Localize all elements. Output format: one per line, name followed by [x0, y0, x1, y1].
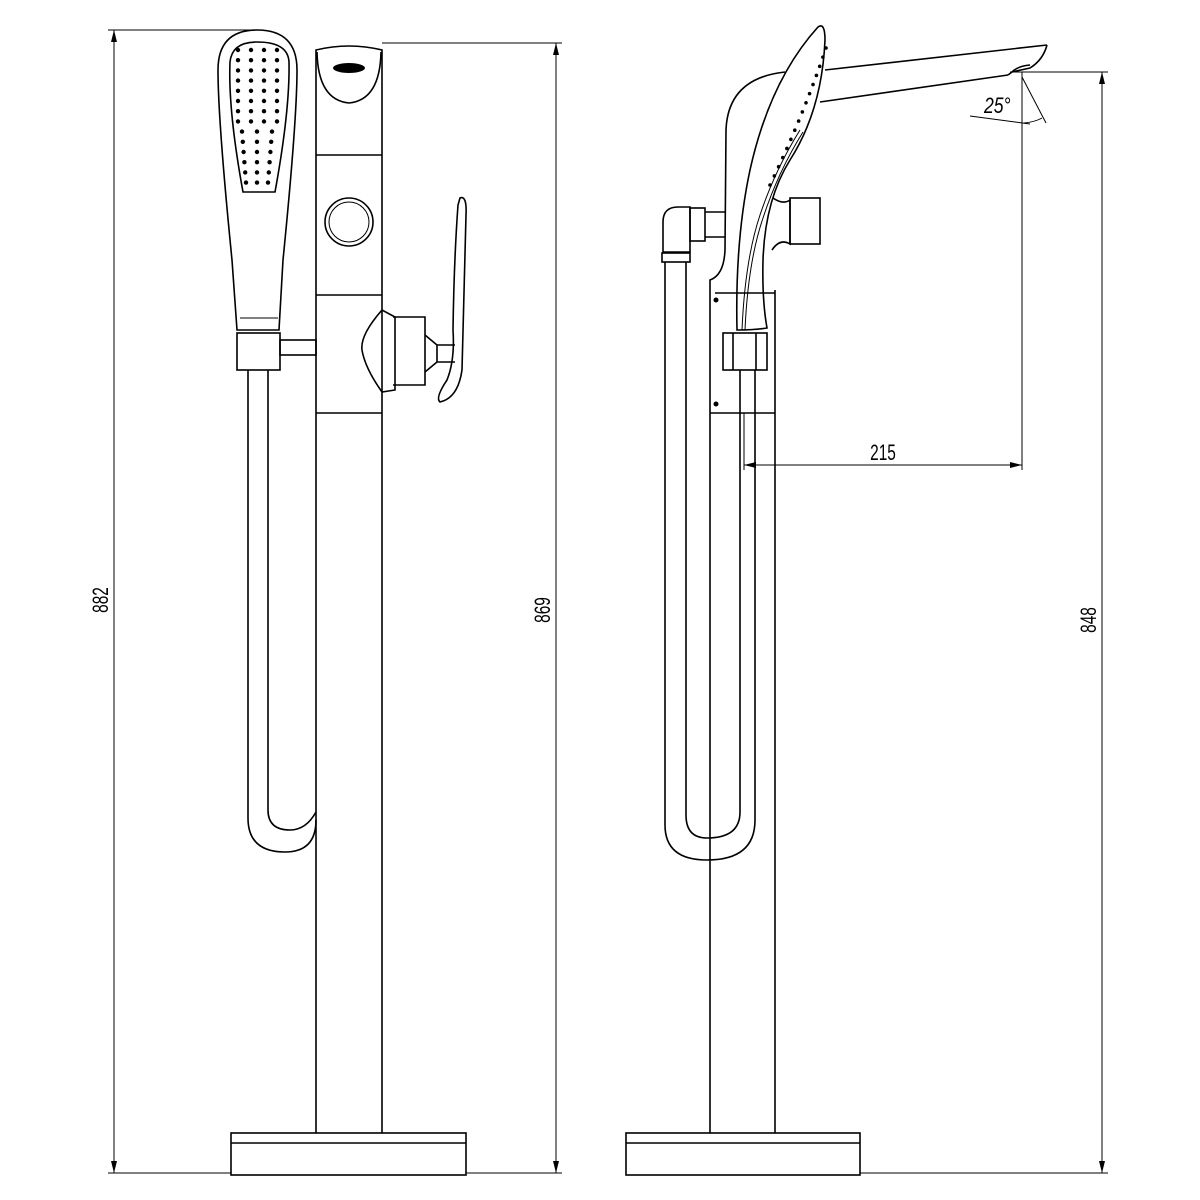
nozzle-dot: [261, 98, 267, 104]
nozzle-dot: [274, 68, 280, 73]
side-hand-shower: [735, 25, 828, 331]
front-holder-rod: [279, 339, 317, 356]
nozzle-dot: [821, 55, 825, 59]
nozzle-dot: [772, 174, 777, 178]
front-column: [315, 45, 467, 1133]
nozzle-dot: [248, 88, 254, 94]
nozzle-dot: [254, 129, 260, 134]
nozzle-dot: [266, 170, 271, 175]
nozzle-dot: [242, 160, 247, 165]
nozzle-dot: [817, 64, 822, 69]
mixer-lever: [437, 196, 467, 403]
spray-nozzles: [235, 47, 280, 185]
nozzle-dot: [254, 139, 260, 144]
nozzle-dot: [274, 109, 280, 114]
nozzle-dot: [261, 109, 267, 114]
side-dimensions: 215 848 25°: [743, 71, 1108, 1174]
nozzle-dot: [235, 88, 241, 94]
nozzle-dot: [804, 101, 808, 105]
nozzle-dot: [243, 170, 248, 175]
nozzle-dot: [241, 149, 246, 155]
side-hose-inner: [685, 262, 741, 839]
dim-angle: 25°: [983, 94, 1011, 118]
nozzle-dot: [248, 119, 254, 124]
side-column: [709, 71, 786, 1133]
nozzle-dot: [248, 58, 254, 63]
side-spout: [819, 44, 1048, 103]
nozzle-dot: [776, 164, 781, 169]
nozzle-dot: [274, 119, 280, 124]
dim-215: 215: [870, 441, 896, 465]
nozzle-dot: [239, 129, 245, 134]
front-hose-inner: [267, 370, 317, 831]
nozzle-dot: [261, 78, 267, 83]
dim-848: 848: [1077, 607, 1101, 633]
nozzle-dot: [267, 160, 272, 165]
front-hand-shower: [217, 29, 298, 331]
nozzle-dot: [235, 109, 241, 114]
nozzle-dot: [235, 119, 241, 124]
nozzle-dot: [248, 98, 254, 104]
nozzle-dot: [274, 47, 280, 53]
nozzle-dot: [811, 82, 815, 87]
nozzle-dot: [265, 180, 271, 185]
front-base: [230, 1132, 467, 1176]
nozzle-dot: [274, 78, 280, 83]
nozzle-dot: [235, 98, 241, 104]
nozzle-dot: [261, 68, 267, 73]
nozzle-dot: [814, 73, 819, 78]
nozzle-dot: [240, 139, 245, 144]
nozzle-dot: [254, 170, 260, 175]
nozzle-dot: [243, 180, 249, 185]
front-dimensions: 882 869: [89, 29, 562, 1174]
nozzle-dot: [269, 129, 275, 134]
nozzle-dot: [235, 68, 241, 73]
dim-869: 869: [531, 597, 555, 623]
side-view: 215 848 25°: [625, 25, 1108, 1176]
side-hose-outer: [664, 262, 756, 861]
nozzle-dot: [261, 119, 267, 124]
nozzle-dot: [274, 88, 280, 94]
nozzle-dot: [248, 47, 254, 53]
front-shower-holder: [236, 332, 281, 371]
nozzle-dot: [261, 88, 267, 94]
side-holder: [789, 197, 821, 245]
nozzle-dot: [261, 47, 267, 53]
nozzle-dot: [248, 109, 254, 114]
nozzle-dot: [793, 128, 797, 132]
nozzle-dot: [268, 149, 273, 155]
nozzle-dot: [274, 58, 280, 63]
nozzle-dot: [824, 46, 828, 50]
side-shower-holder: [722, 332, 768, 371]
nozzle-dot: [248, 78, 254, 83]
nozzle-dot: [274, 98, 280, 104]
nozzle-dot: [785, 146, 789, 151]
side-holder-bracket: [771, 197, 791, 251]
nozzle-dot: [248, 68, 254, 73]
nozzle-dot: [261, 58, 267, 63]
nozzle-dot: [796, 119, 801, 123]
nozzle-dot: [254, 160, 260, 165]
nozzle-dot: [768, 183, 772, 187]
hose-connection: [661, 206, 725, 263]
nozzle-dot: [254, 149, 260, 155]
nozzle-dot: [235, 58, 241, 63]
front-view: 882 869: [89, 29, 562, 1176]
side-base: [625, 1132, 861, 1176]
nozzle-dot: [235, 78, 241, 83]
nozzle-dot: [254, 180, 260, 185]
nozzle-dot: [789, 137, 793, 142]
nozzle-dot: [807, 91, 812, 96]
nozzle-dot: [269, 139, 274, 144]
front-hose-outer: [247, 370, 317, 853]
diverter-knob: [324, 197, 374, 247]
dim-882: 882: [89, 587, 113, 613]
nozzle-dot: [781, 155, 785, 160]
nozzle-dot: [235, 47, 241, 53]
nozzle-dot: [800, 110, 805, 114]
